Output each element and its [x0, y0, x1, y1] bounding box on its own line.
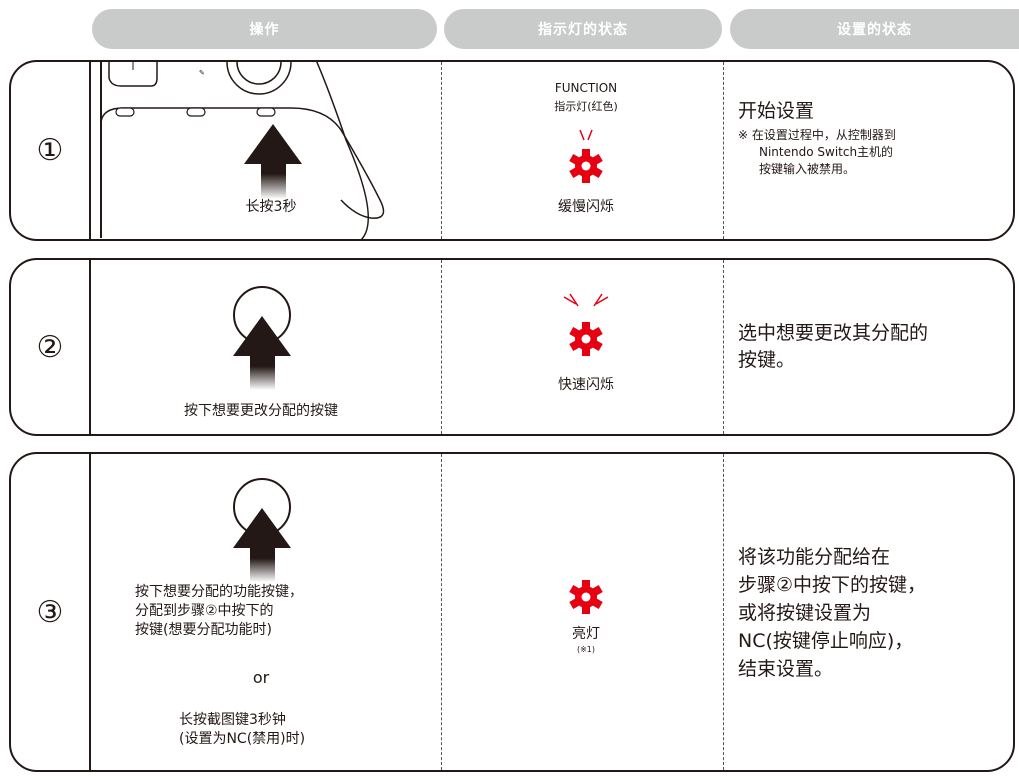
setting-line-2: 按键。 — [738, 349, 796, 371]
indicator-color: 指示灯(红色) — [554, 100, 618, 113]
setting-note-line-1: ※ 在设置过程中，从控制器到 — [738, 128, 896, 142]
step-number: ② — [11, 260, 91, 434]
setting-title: 开始设置 — [738, 100, 815, 122]
operation-line-1: 按下想要分配的功能按键， — [135, 584, 303, 600]
operation-or: or — [252, 668, 270, 687]
dashed-divider — [723, 260, 724, 434]
setting-line-4: NC(按键停止响应)， — [738, 630, 914, 652]
press-arrow-shaft — [250, 356, 275, 390]
operation-label: 长按3秒 — [245, 199, 297, 215]
dashed-divider — [441, 260, 442, 434]
step-row-3: ③ 按下想要分配的功能按键， 分配到步骤②中按下的 按键(想要分配功能时) or… — [9, 452, 1015, 772]
step-row-2: ② 按下想要更改分配的按键 快速闪烁 选中想要更改其分配的 按键。 — [9, 258, 1015, 436]
indicator-footnote-ref: (※1) — [576, 645, 596, 654]
gear-icon — [569, 580, 603, 614]
press-arrow-icon — [233, 316, 291, 356]
header-setting-state: 设置的状态 — [730, 9, 1019, 49]
setting-note-line-3: 按键输入被禁用。 — [759, 162, 856, 176]
header-indicator-state: 指示灯的状态 — [444, 9, 722, 49]
dashed-divider — [723, 454, 724, 770]
step-row-1: ① ✎ 长按3秒 FUNCTION 指示灯(红色) 缓慢闪烁 开始设置 — [9, 60, 1015, 241]
blink-lines-icon — [579, 129, 593, 141]
operation-line-2: 分配到步骤②中按下的 — [135, 603, 274, 619]
operation-line-3: 按键(想要分配功能时) — [135, 622, 272, 638]
setting-note-line-2: Nintendo Switch主机的 — [759, 145, 894, 159]
press-arrow-shaft — [261, 163, 286, 199]
fast-blink-lines-icon — [563, 293, 609, 307]
setting-line-2: 步骤②中按下的按键， — [738, 574, 927, 596]
operation-alt-line-1: 长按截图键3秒钟 — [179, 712, 286, 728]
dashed-divider — [723, 62, 724, 239]
press-arrow-icon — [244, 124, 302, 164]
dashed-divider — [441, 454, 442, 770]
indicator-state: 快速闪烁 — [558, 377, 614, 393]
press-arrow-icon — [233, 508, 291, 548]
operation-alt-line-2: (设置为NC(禁用)时) — [179, 731, 306, 747]
indicator-state: 缓慢闪烁 — [558, 199, 614, 215]
step-number: ① — [11, 62, 91, 239]
gear-icon — [569, 322, 603, 356]
step-number: ③ — [11, 454, 91, 770]
setting-line-1: 将该功能分配给在 — [738, 546, 891, 568]
indicator-name: FUNCTION — [554, 81, 618, 95]
setting-line-3: 或将按键设置为 — [738, 602, 872, 624]
gear-icon — [569, 149, 603, 183]
svg-text:✎: ✎ — [199, 69, 205, 77]
setting-line-5: 结束设置。 — [738, 658, 834, 680]
dashed-divider — [441, 62, 442, 239]
header-operation: 操作 — [92, 9, 437, 49]
operation-label: 按下想要更改分配的按键 — [184, 403, 338, 419]
indicator-state: 亮灯 — [572, 626, 600, 642]
setting-line-1: 选中想要更改其分配的 — [738, 322, 929, 344]
press-arrow-shaft — [250, 548, 275, 582]
controller-illustration: ✎ — [100, 62, 385, 239]
